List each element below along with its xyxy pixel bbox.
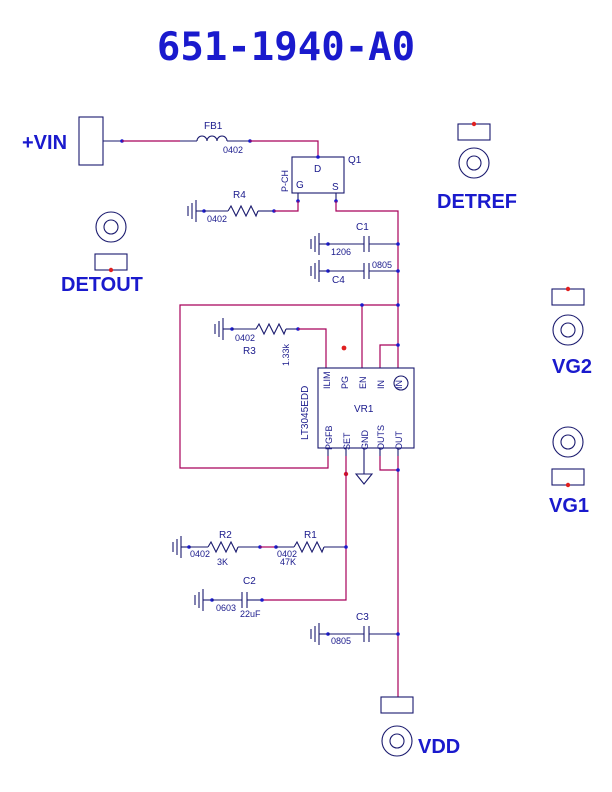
ground-c2 bbox=[194, 589, 214, 611]
r4-pkg: 0402 bbox=[207, 214, 227, 224]
c1-pkg: 1206 bbox=[331, 247, 351, 257]
detref-label: DETREF bbox=[437, 191, 517, 213]
detref-connector bbox=[457, 121, 491, 179]
vg2-connector bbox=[551, 286, 585, 346]
ground-r4 bbox=[187, 200, 206, 222]
r3-pkg: 0402 bbox=[235, 333, 255, 343]
vg2-label: VG2 bbox=[552, 356, 592, 378]
fb1-ref: FB1 bbox=[204, 121, 223, 132]
detout-connector bbox=[94, 211, 128, 273]
r1-value: 47K bbox=[280, 557, 296, 567]
mosfet-q1 bbox=[291, 155, 345, 203]
vg1-connector bbox=[551, 426, 585, 488]
capacitor-c4 bbox=[328, 263, 400, 279]
vr1-pin-in1: IN bbox=[376, 380, 386, 389]
schematic-title: 651-1940-A0 bbox=[157, 25, 415, 70]
vr1-pin-gnd: GND bbox=[360, 430, 370, 451]
vr1-pin-out: OUT bbox=[394, 431, 404, 451]
wire-r3-ilim bbox=[298, 328, 327, 368]
resistor-r4 bbox=[204, 204, 276, 218]
vr1-part: LT3045EDD bbox=[300, 386, 311, 440]
regulator-vr1 bbox=[317, 367, 415, 449]
vg1-label: VG1 bbox=[549, 495, 589, 517]
vr1-pin-ilim: ILIM bbox=[322, 371, 332, 389]
r3-value: 1.33k bbox=[281, 343, 291, 366]
capacitor-c3 bbox=[328, 626, 400, 642]
wire-r4-gate bbox=[274, 201, 299, 212]
c2-pkg: 0603 bbox=[216, 603, 236, 613]
ground-c3 bbox=[310, 623, 330, 645]
vin-label: +VIN bbox=[22, 132, 67, 154]
vr1-ground-symbol bbox=[354, 473, 374, 485]
c2-ref: C2 bbox=[243, 576, 256, 587]
pg-test-point bbox=[341, 345, 347, 351]
q1-pin-g: G bbox=[296, 180, 304, 191]
vr1-pin-pg: PG bbox=[340, 376, 350, 389]
r1-ref: R1 bbox=[304, 530, 317, 541]
resistor-r1 bbox=[276, 540, 348, 554]
wire-fb1-q1-drain bbox=[250, 140, 319, 157]
r3-ref: R3 bbox=[243, 346, 256, 357]
r2-value: 3K bbox=[217, 557, 228, 567]
r1-pkg: 0402 bbox=[277, 549, 297, 559]
vin-connector bbox=[78, 116, 124, 166]
q1-pin-s: S bbox=[332, 182, 339, 193]
r2-pkg: 0402 bbox=[190, 549, 210, 559]
c4-pkg: 0805 bbox=[372, 260, 392, 270]
vr1-ref: VR1 bbox=[354, 404, 374, 415]
detout-label: DETOUT bbox=[61, 274, 143, 296]
wire-set-net bbox=[262, 456, 347, 601]
vr1-pin-in2: IN bbox=[394, 380, 404, 389]
q1-type: P-CH bbox=[280, 170, 290, 192]
c1-ref: C1 bbox=[356, 222, 369, 233]
ground-c1 bbox=[310, 233, 330, 255]
ground-r2 bbox=[172, 536, 191, 558]
resistor-r3 bbox=[232, 322, 300, 336]
wire-source-rail bbox=[335, 201, 399, 368]
ground-r3 bbox=[214, 318, 234, 340]
vr1-pin-en: EN bbox=[358, 376, 368, 389]
vdd-label: VDD bbox=[418, 736, 460, 758]
fb1-pkg: 0402 bbox=[223, 145, 243, 155]
q1-pin-d: D bbox=[314, 164, 321, 175]
ferrite-bead-fb1 bbox=[180, 135, 252, 143]
vdd-connector bbox=[380, 696, 414, 757]
r4-ref: R4 bbox=[233, 190, 246, 201]
resistor-r2 bbox=[189, 540, 262, 554]
q1-ref: Q1 bbox=[348, 155, 362, 166]
vr1-pin-pgfb: PGFB bbox=[324, 425, 334, 450]
vr1-pin-outs: OUTS bbox=[376, 425, 386, 450]
vr1-pin-stubs bbox=[327, 448, 399, 474]
vr1-pin-set: SET bbox=[342, 432, 352, 450]
wire-outs-out bbox=[379, 456, 398, 471]
ground-c4 bbox=[310, 260, 330, 282]
c3-ref: C3 bbox=[356, 612, 369, 623]
c3-pkg: 0805 bbox=[331, 636, 351, 646]
r2-ref: R2 bbox=[219, 530, 232, 541]
c2-value: 22uF bbox=[240, 609, 261, 619]
wire-pgfb-loop bbox=[179, 304, 362, 469]
c4-ref: C4 bbox=[332, 275, 345, 286]
capacitor-c2 bbox=[212, 592, 264, 608]
wire-in-pin1 bbox=[379, 344, 398, 368]
capacitor-c1 bbox=[328, 236, 400, 252]
